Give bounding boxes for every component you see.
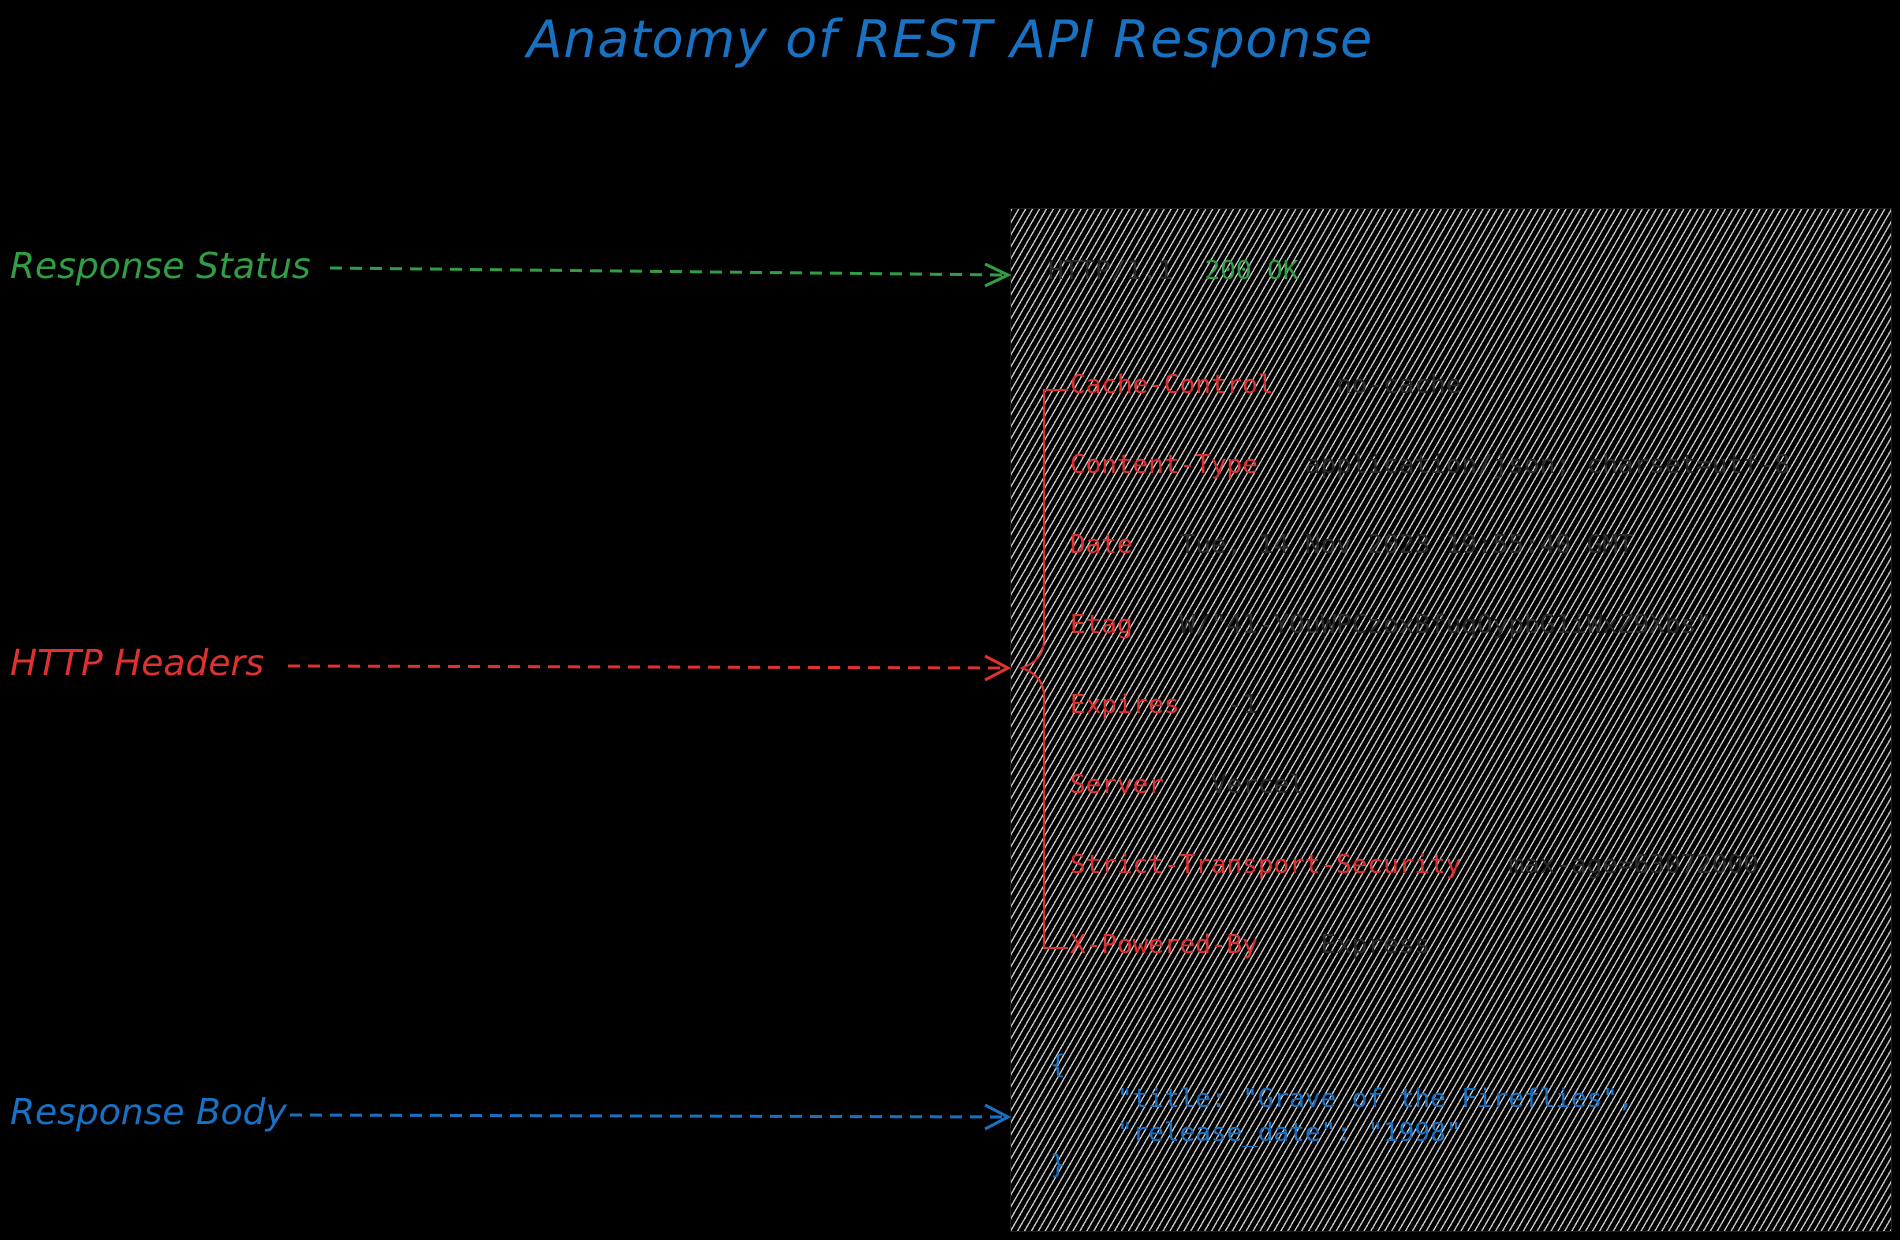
body-close-brace: } xyxy=(1050,1150,1066,1180)
header-row: Cache-Control no-cache xyxy=(1070,370,1461,400)
header-key: Cache-Control xyxy=(1070,370,1274,400)
header-key: Server xyxy=(1070,770,1164,800)
header-row: Date Tue, 14 Nov 2023 19:55:40 GMT xyxy=(1070,530,1634,560)
header-key: Date xyxy=(1070,530,1133,560)
response-box xyxy=(1010,208,1892,1232)
header-row: Etag W/"41-YOuWPCzoxBfuqOypbG1iWxZ9Xbs" xyxy=(1070,610,1712,640)
body-open-brace: { xyxy=(1050,1050,1066,1080)
header-value: max-age=63072000 xyxy=(1508,850,1759,880)
header-row: Expires -1 xyxy=(1070,690,1258,720)
header-value: application/json; charset=utf-8 xyxy=(1304,450,1791,480)
protocol: HTTP/1.1 xyxy=(1048,256,1174,286)
header-row: X-Powered-By Express xyxy=(1070,930,1430,960)
header-row: Server Vercel xyxy=(1070,770,1305,800)
header-value: W/"41-YOuWPCzoxBfuqOypbG1iWxZ9Xbs" xyxy=(1179,610,1712,640)
body-arrow xyxy=(289,1103,1012,1131)
header-value: Express xyxy=(1320,930,1431,960)
header-key: X-Powered-By xyxy=(1070,930,1258,960)
status-line: HTTP/1.1 200 OK xyxy=(1048,256,1298,286)
diagram-title: Anatomy of REST API Response xyxy=(526,10,1374,70)
response-status-label: Response Status xyxy=(10,246,311,287)
header-value: Vercel xyxy=(1210,770,1305,800)
http-headers-label: HTTP Headers xyxy=(10,643,265,684)
header-key: Content-Type xyxy=(1070,450,1258,480)
status-code: 200 OK xyxy=(1204,256,1299,286)
header-key: Expires xyxy=(1070,690,1180,720)
body-line-release-date: "release_date": "1998" xyxy=(1117,1118,1462,1148)
headers-arrow xyxy=(287,654,1012,682)
headers-bracket xyxy=(1019,389,1068,949)
header-value: Tue, 14 Nov 2023 19:55:40 GMT xyxy=(1179,530,1634,560)
header-value: no-cache xyxy=(1336,370,1462,400)
header-row: Strict-Transport-Security max-age=630720… xyxy=(1070,850,1759,880)
status-arrow xyxy=(329,262,1012,288)
header-value: -1 xyxy=(1226,690,1258,720)
header-row: Content-Type application/json; charset=u… xyxy=(1070,450,1790,480)
header-key: Etag xyxy=(1070,610,1133,640)
response-body-label: Response Body xyxy=(10,1092,287,1133)
body-line-title: "title: "Grave of the Fireflies", xyxy=(1117,1084,1634,1114)
header-key: Strict-Transport-Security xyxy=(1070,850,1462,880)
